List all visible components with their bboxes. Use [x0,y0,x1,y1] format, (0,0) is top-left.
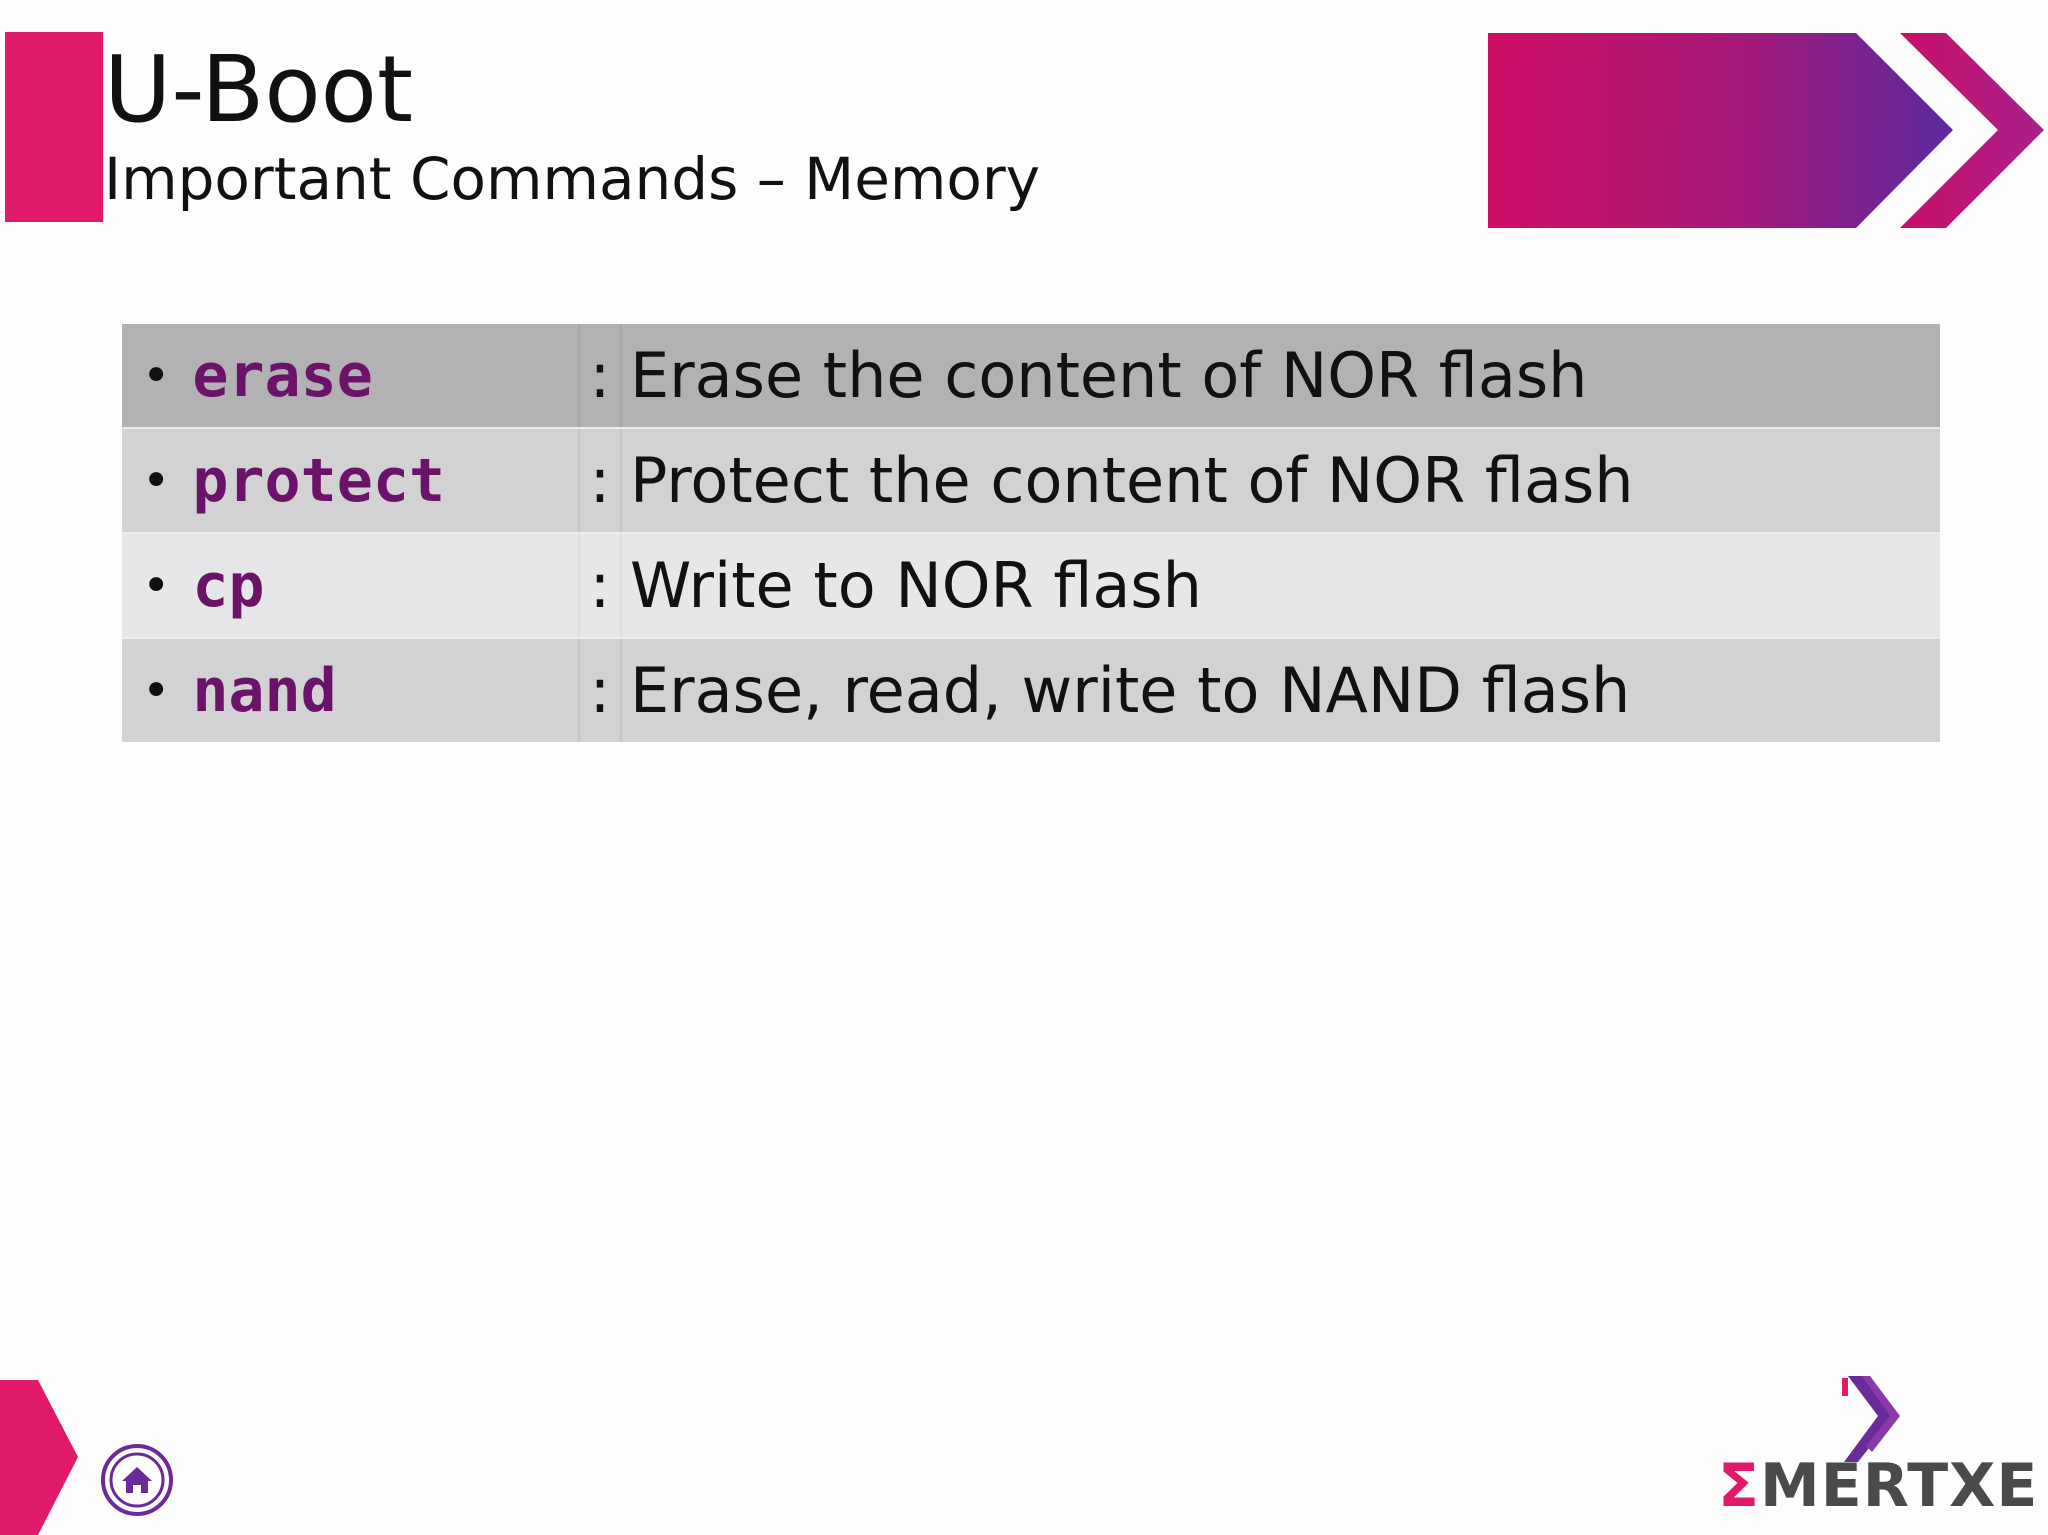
description-cell: Protect the content of NOR flash [622,429,1940,532]
logo-sigma: Σ [1718,1451,1760,1521]
description-cell: Erase the content of NOR flash [622,324,1940,427]
slide-title: U-Boot [104,36,414,143]
table-row: • protect : Protect the content of NOR f… [122,429,1940,532]
separator-cell: : [578,534,622,637]
description-cell: Erase, read, write to NAND flash [622,639,1940,742]
table-row: • erase : Erase the content of NOR flash [122,324,1940,427]
row-divider [122,532,1940,534]
command-cell: • protect [122,429,578,532]
separator-cell: : [578,324,622,427]
bullet: • [142,347,171,404]
title-accent-bar [5,32,103,222]
chevron-banner-icon [1488,33,2044,228]
description-cell: Write to NOR flash [622,534,1940,637]
logo-chevron-icon [1842,1376,1900,1462]
logo-text: ΣMERTXE [1718,1456,2038,1516]
separator-cell: : [578,429,622,532]
table-row: • nand : Erase, read, write to NAND flas… [122,639,1940,742]
bullet: • [142,557,171,614]
command-cell: • erase [122,324,578,427]
command-name: cp [192,550,265,621]
command-name: erase [192,340,373,411]
table-row: • cp : Write to NOR flash [122,534,1940,637]
nav-arrow-icon[interactable] [0,1380,80,1535]
home-icon[interactable] [100,1443,174,1517]
slide-subtitle: Important Commands – Memory [104,145,1041,213]
row-divider [122,637,1940,639]
separator-cell: : [578,639,622,742]
bullet: • [142,452,171,509]
command-name: nand [192,655,337,726]
command-cell: • nand [122,639,578,742]
row-divider [122,427,1940,429]
command-cell: • cp [122,534,578,637]
emertxe-logo: ΣMERTXE [1718,1376,2037,1526]
commands-table: • erase : Erase the content of NOR flash… [122,324,1940,742]
command-name: protect [192,445,446,516]
bullet: • [142,662,171,719]
logo-word: MERTXE [1760,1451,2039,1521]
